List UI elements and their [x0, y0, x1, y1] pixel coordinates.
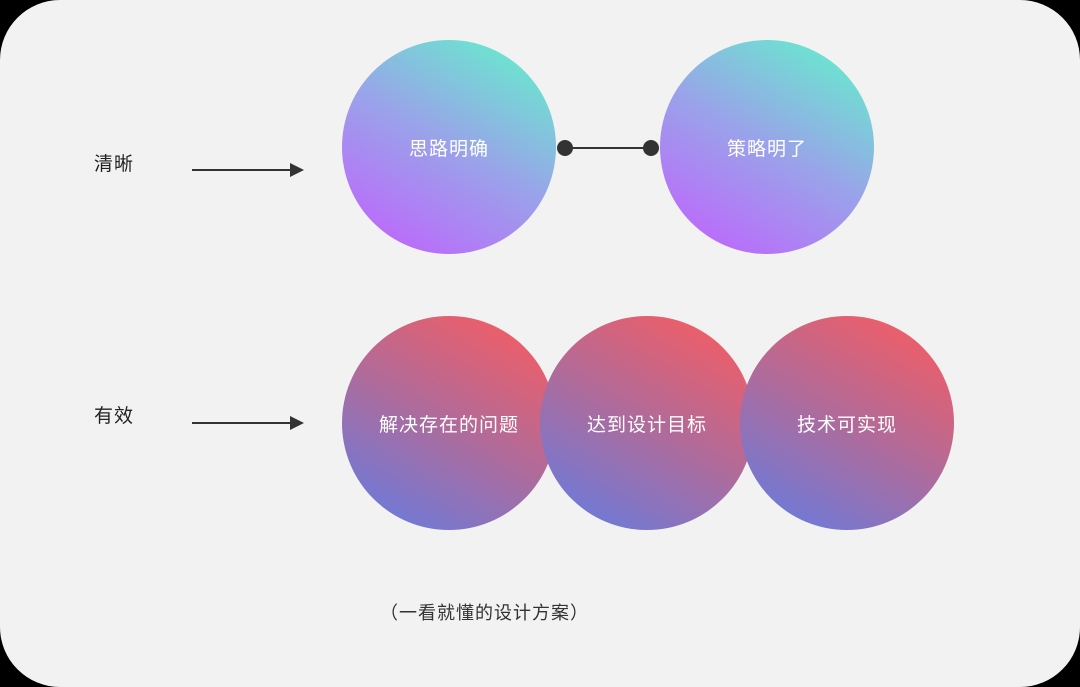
- circle-clear-strategy: 策略明了: [660, 40, 874, 254]
- circle-label: 达到设计目标: [586, 413, 707, 436]
- circle-technically-feasible: 技术可实现: [740, 316, 954, 530]
- circle-label: 思路明确: [408, 137, 489, 160]
- caption: （一看就懂的设计方案）: [380, 603, 589, 624]
- circle-solve-problems: 解决存在的问题: [342, 316, 556, 530]
- circle-label: 技术可实现: [796, 413, 897, 436]
- connector-line: [565, 147, 651, 149]
- row-label-clear: 清晰: [94, 153, 135, 175]
- connector-dot-right: [643, 140, 659, 156]
- circle-clear-thinking: 思路明确: [342, 40, 556, 254]
- circle-reach-goals: 达到设计目标: [540, 316, 754, 530]
- arrow-right-icon: [192, 416, 304, 430]
- arrow-right-icon: [192, 163, 304, 177]
- connector-dot-left: [557, 140, 573, 156]
- circle-label: 策略明了: [726, 137, 807, 160]
- row-label-effective: 有效: [94, 405, 135, 427]
- circle-label: 解决存在的问题: [378, 413, 519, 436]
